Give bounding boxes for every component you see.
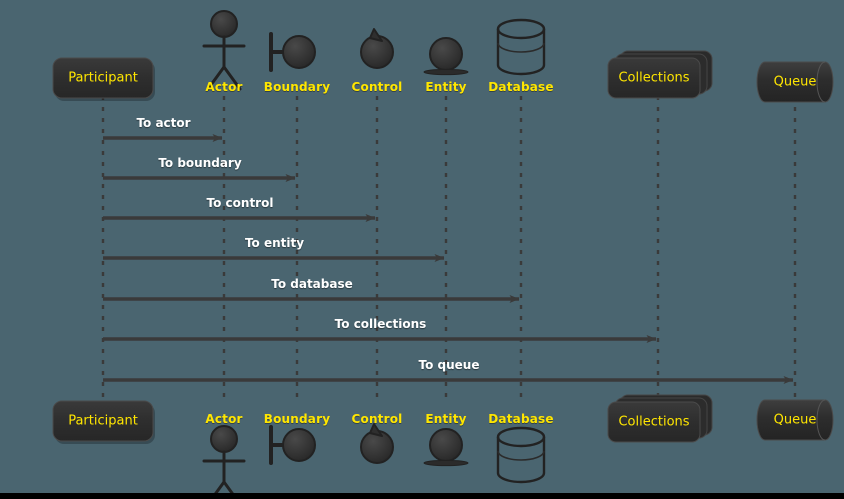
db-body bbox=[496, 29, 546, 76]
lifeline-label-bottom: Database bbox=[488, 412, 554, 426]
lifeline-label-top: Database bbox=[488, 80, 554, 94]
queue-cylinder-icon[interactable] bbox=[756, 399, 834, 441]
cyl-body bbox=[756, 399, 834, 441]
lifeline-label-bottom: Actor bbox=[205, 412, 243, 426]
cyl-body bbox=[756, 61, 834, 103]
message-label-7: To queue bbox=[418, 358, 480, 372]
collections-stack-icon[interactable] bbox=[607, 394, 713, 443]
boundary-circle bbox=[282, 428, 316, 462]
actor-leg-left bbox=[206, 65, 226, 91]
message-label-4: To entity bbox=[244, 236, 305, 250]
control-arrow bbox=[369, 28, 383, 42]
actor-leg-right bbox=[222, 65, 242, 91]
database-cylinder-icon[interactable] bbox=[496, 18, 546, 76]
actor-leg-right bbox=[222, 480, 239, 499]
cyl-right-cap bbox=[816, 61, 826, 103]
boundary-circle bbox=[282, 35, 316, 69]
entity-baseline bbox=[423, 68, 469, 76]
control-icon[interactable] bbox=[360, 28, 394, 69]
stack-front bbox=[607, 401, 701, 443]
db-mid-line bbox=[497, 450, 545, 461]
entity-circle bbox=[429, 428, 463, 462]
lifeline-label-top: Actor bbox=[205, 80, 243, 94]
database-cylinder-icon[interactable] bbox=[496, 426, 546, 484]
control-arrow bbox=[369, 423, 383, 437]
lifeline-label-bottom: Control bbox=[351, 412, 403, 426]
db-body bbox=[496, 437, 546, 484]
box-body bbox=[52, 57, 154, 99]
boundary-icon[interactable] bbox=[269, 32, 316, 72]
control-icon[interactable] bbox=[360, 423, 394, 464]
control-circle bbox=[360, 430, 394, 464]
entity-baseline bbox=[423, 459, 469, 467]
entity-icon[interactable] bbox=[423, 37, 469, 76]
lifeline-label-top: Control bbox=[351, 80, 403, 94]
cyl-right-cap bbox=[816, 399, 826, 441]
participant-box-icon[interactable] bbox=[52, 57, 155, 101]
db-top-cap bbox=[496, 426, 546, 448]
message-label-1: To actor bbox=[136, 116, 191, 130]
lifeline-label-top: Entity bbox=[425, 80, 467, 94]
actor-stickfigure-icon[interactable] bbox=[202, 10, 246, 91]
actor-head bbox=[210, 10, 238, 38]
message-label-2: To boundary bbox=[158, 156, 242, 170]
stack-front bbox=[607, 57, 701, 99]
lifeline-label-bottom: Entity bbox=[425, 412, 467, 426]
collections-stack-icon[interactable] bbox=[607, 50, 713, 99]
message-label-5: To database bbox=[271, 277, 353, 291]
boundary-icon[interactable] bbox=[269, 425, 316, 465]
message-label-6: To collections bbox=[334, 317, 427, 331]
lifeline-label-top: Boundary bbox=[263, 80, 331, 94]
entity-icon[interactable] bbox=[423, 428, 469, 467]
actor-leg-left bbox=[209, 480, 226, 499]
control-circle bbox=[360, 35, 394, 69]
message-label-3: To control bbox=[206, 196, 274, 210]
lifeline-label-bottom: Boundary bbox=[263, 412, 331, 426]
actor-stickfigure-icon[interactable] bbox=[202, 425, 246, 499]
db-top-cap bbox=[496, 18, 546, 40]
box-body bbox=[52, 400, 154, 442]
db-mid-line bbox=[497, 42, 545, 53]
entity-circle bbox=[429, 37, 463, 71]
actor-head bbox=[210, 425, 238, 453]
queue-cylinder-icon[interactable] bbox=[756, 61, 834, 103]
participant-box-icon[interactable] bbox=[52, 400, 155, 444]
